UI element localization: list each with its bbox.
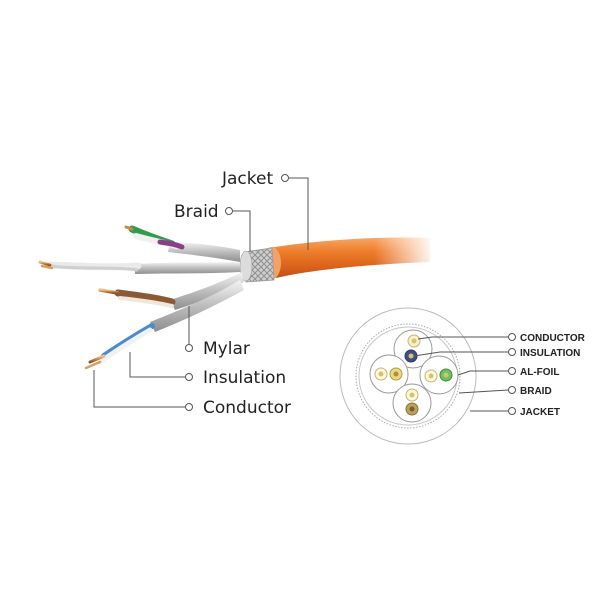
insulation-marker (185, 373, 193, 381)
foil-pair-lower (170, 272, 244, 310)
cable-illustration (38, 225, 435, 370)
cs-label-braid: BRAID (520, 386, 552, 397)
foil-pair-bottom (150, 280, 244, 332)
label-mylar: Mylar (203, 339, 250, 359)
cross-section (339, 307, 477, 445)
foil-pair-top (168, 242, 240, 262)
cs-pair-left (369, 354, 409, 394)
cs-callouts: CONDUCTOR INSULATION AL-FOIL BRAID JACKE… (520, 333, 586, 418)
label-jacket: Jacket (221, 169, 273, 189)
cable-leaders (93, 174, 309, 411)
cs-label-jacket: JACKET (520, 407, 560, 418)
label-insulation: Insulation (203, 368, 286, 388)
cs-leaders (413, 333, 516, 415)
label-braid: Braid (174, 202, 219, 222)
foil-pair-middle (135, 262, 240, 274)
mylar-marker (185, 344, 193, 352)
label-conductor: Conductor (203, 398, 291, 418)
braid-marker (225, 207, 233, 215)
cs-label-conductor: CONDUCTOR (520, 333, 586, 344)
jacket-marker (281, 174, 289, 182)
cable-callouts: Jacket Braid Mylar Insulation Conductor (174, 169, 291, 418)
cs-label-insulation: INSULATION (520, 348, 580, 359)
cs-pair-bottom (392, 383, 432, 423)
cs-pair-right (419, 355, 459, 395)
cs-label-al-foil: AL-FOIL (520, 367, 559, 378)
pair-brown (114, 289, 176, 306)
conductor-marker (185, 403, 193, 411)
